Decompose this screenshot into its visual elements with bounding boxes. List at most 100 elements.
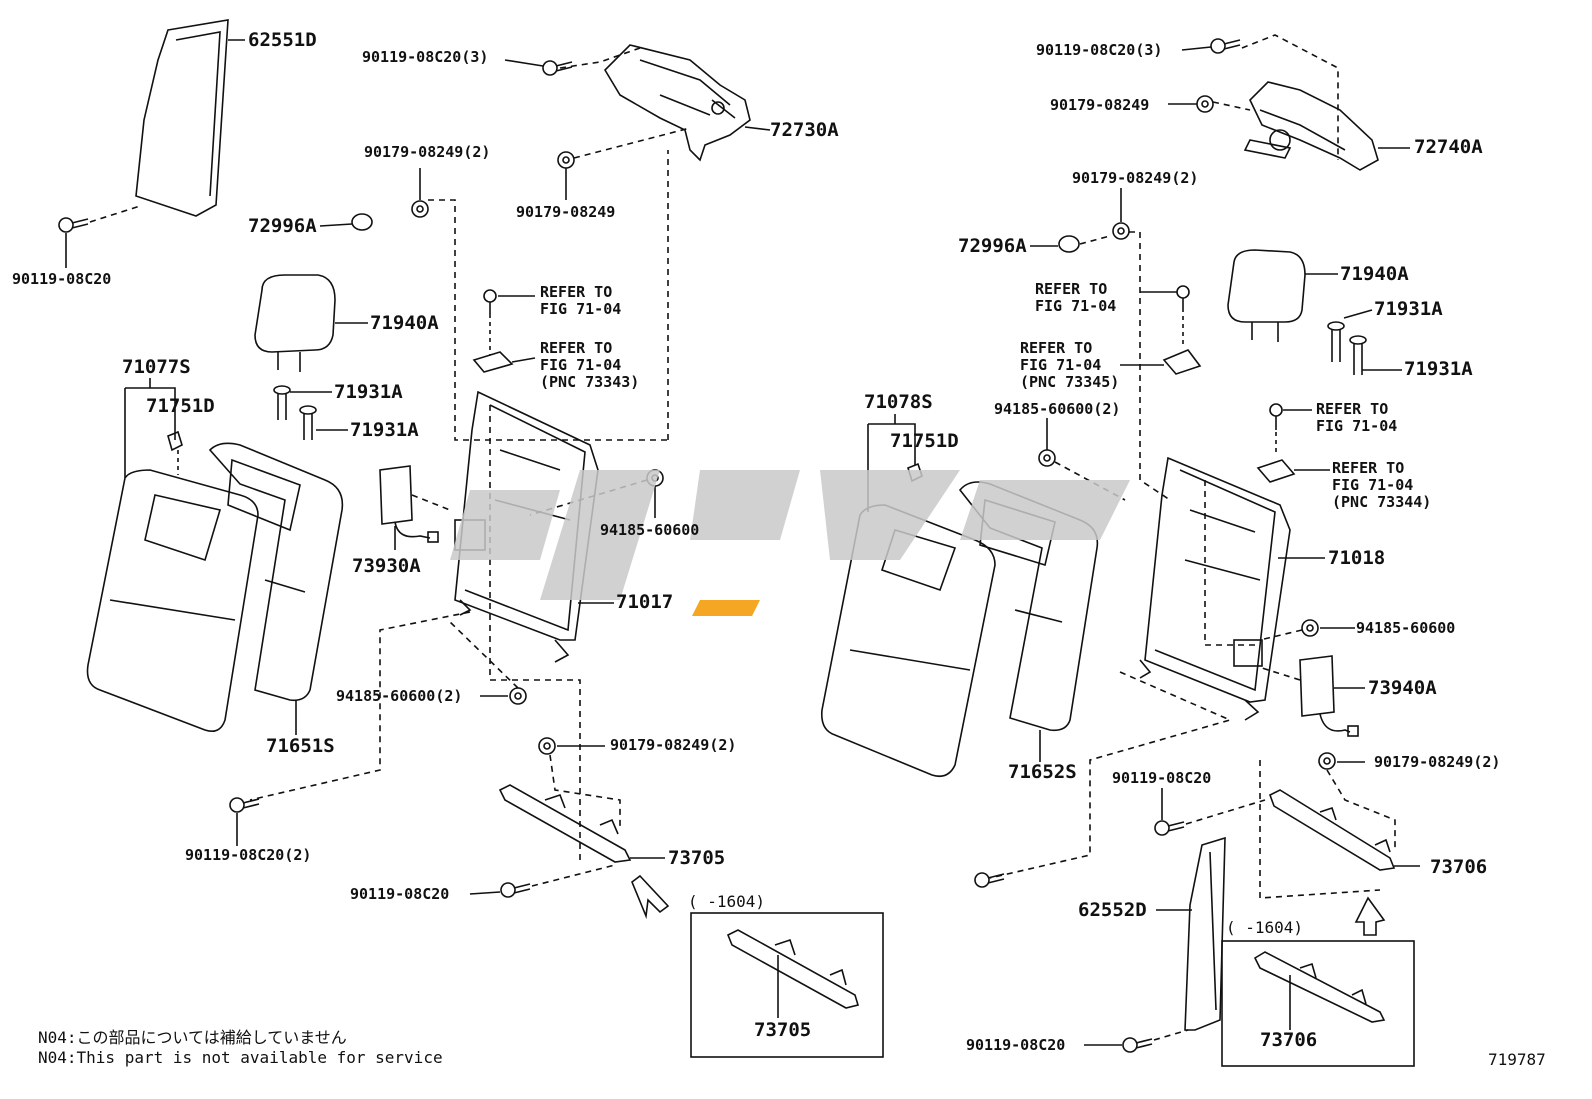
- cap-icon: [351, 213, 373, 231]
- hook-icon: [1162, 349, 1202, 375]
- bolt-icon: [58, 217, 89, 233]
- nut-icon: [538, 737, 556, 755]
- cap-icon: [1058, 235, 1080, 253]
- hook-icon: [1256, 459, 1296, 483]
- range-label: ( -1604): [688, 892, 766, 911]
- trim-62552D: [1184, 836, 1226, 1031]
- part-label: 71018: [1328, 547, 1386, 569]
- part-label: 71931A: [1404, 358, 1473, 380]
- hook-icon: [472, 351, 514, 373]
- module-73930A: [379, 465, 439, 543]
- part-label: 90179-08249(2): [1072, 169, 1199, 187]
- part-label: 90119-08C20: [350, 885, 450, 903]
- part-label: 62552D: [1078, 899, 1147, 921]
- seatback-cover-71077S: [86, 469, 259, 733]
- rail-inset-73705: [726, 929, 860, 1009]
- part-label: 71751D: [890, 430, 959, 452]
- watermark-logo: [450, 470, 1130, 600]
- nut-icon: [1318, 752, 1336, 770]
- part-label: 73940A: [1368, 677, 1437, 699]
- range-label: ( -1604): [1226, 918, 1304, 937]
- part-label: 71651S: [266, 735, 335, 757]
- part-label: 73706: [1260, 1029, 1318, 1051]
- guide-71931A: [1327, 321, 1367, 375]
- rail-73706: [1269, 789, 1396, 871]
- inset-box-right: [1221, 940, 1415, 1067]
- part-label: 90179-08249(2): [364, 143, 491, 161]
- bolt-icon: [542, 60, 573, 76]
- part-label: 71017: [616, 591, 674, 613]
- refer-note: REFER TO FIG 71-04: [540, 283, 622, 318]
- seatback-pad-71651S: [208, 442, 344, 702]
- part-label: 73705: [668, 847, 726, 869]
- part-label: 94185-60600: [600, 521, 700, 539]
- part-label: 90119-08C20(3): [362, 48, 489, 66]
- part-label: 90179-08249(2): [1374, 753, 1501, 771]
- part-label: 71751D: [146, 395, 215, 417]
- refer-note: REFER TO FIG 71-04: [1316, 400, 1398, 435]
- headrest-71940A: [1227, 249, 1306, 342]
- refer-note: REFER TO FIG 71-04 (PNC 73344): [1332, 459, 1432, 511]
- part-label: 71078S: [864, 391, 933, 413]
- part-label: 71940A: [370, 312, 439, 334]
- part-label: 90119-08C20: [12, 270, 112, 288]
- note-japanese: N04:この部品については補給していません: [38, 1028, 347, 1047]
- part-label: 71931A: [334, 381, 403, 403]
- part-label: 90179-08249(2): [610, 736, 737, 754]
- part-label: 90119-08C20(3): [1036, 41, 1163, 59]
- refer-note: REFER TO FIG 71-04 (PNC 73343): [540, 339, 640, 391]
- bolt-icon: [974, 872, 1005, 888]
- part-label: 90119-08C20: [966, 1036, 1066, 1054]
- nut-icon: [1301, 619, 1319, 637]
- clip-icon: [167, 430, 183, 452]
- inset-box-left: [690, 912, 884, 1058]
- part-label: 90119-08C20: [1112, 769, 1212, 787]
- figure-number: 719787: [1488, 1050, 1546, 1069]
- refer-note: REFER TO FIG 71-04: [1035, 280, 1117, 315]
- refer-note: REFER TO FIG 71-04 (PNC 73345): [1020, 339, 1120, 391]
- part-label: 94185-60600(2): [336, 687, 463, 705]
- part-label: 71652S: [1008, 761, 1077, 783]
- frame-71018: [1139, 456, 1291, 721]
- part-label: 72730A: [770, 119, 839, 141]
- part-label: 73930A: [352, 555, 421, 577]
- bolt-icon: [229, 797, 260, 813]
- part-label: 71077S: [122, 356, 191, 378]
- part-label: 72996A: [248, 215, 317, 237]
- part-label: 62551D: [248, 29, 317, 51]
- trim-62551D: [135, 19, 229, 217]
- part-label: 73706: [1430, 856, 1488, 878]
- guide-71931A: [273, 385, 317, 440]
- nut-icon: [1112, 222, 1130, 240]
- part-label: 73705: [754, 1019, 812, 1041]
- nut-icon: [411, 200, 429, 218]
- part-label: 71931A: [1374, 298, 1443, 320]
- part-label: 72740A: [1414, 136, 1483, 158]
- part-label: 71931A: [350, 419, 419, 441]
- headrest-71940A: [254, 274, 336, 372]
- screw-icon: [1269, 403, 1283, 430]
- bolt-icon: [1154, 820, 1185, 836]
- part-label: 94185-60600(2): [994, 400, 1121, 418]
- bolt-icon: [1210, 38, 1241, 54]
- rail-73705: [498, 784, 632, 863]
- part-label: 90119-08C20(2): [185, 846, 312, 864]
- arrow-icon: [1354, 896, 1386, 936]
- watermark-accent: [692, 600, 760, 616]
- part-label: 72996A: [958, 235, 1027, 257]
- screw-icon: [483, 289, 497, 318]
- part-label: 90179-08249: [516, 203, 616, 221]
- part-label: 94185-60600: [1356, 619, 1456, 637]
- bolt-icon: [500, 882, 531, 898]
- rail-inset-73706: [1253, 951, 1386, 1023]
- bracket-72740A: [1243, 81, 1379, 171]
- arrow-icon: [631, 874, 670, 920]
- bolt-icon: [1122, 1037, 1153, 1053]
- part-label: 71940A: [1340, 263, 1409, 285]
- part-label: 90179-08249: [1050, 96, 1150, 114]
- module-73940A: [1299, 655, 1359, 737]
- bracket-72730A: [603, 44, 751, 162]
- note-english: N04:This part is not available for servi…: [38, 1048, 443, 1067]
